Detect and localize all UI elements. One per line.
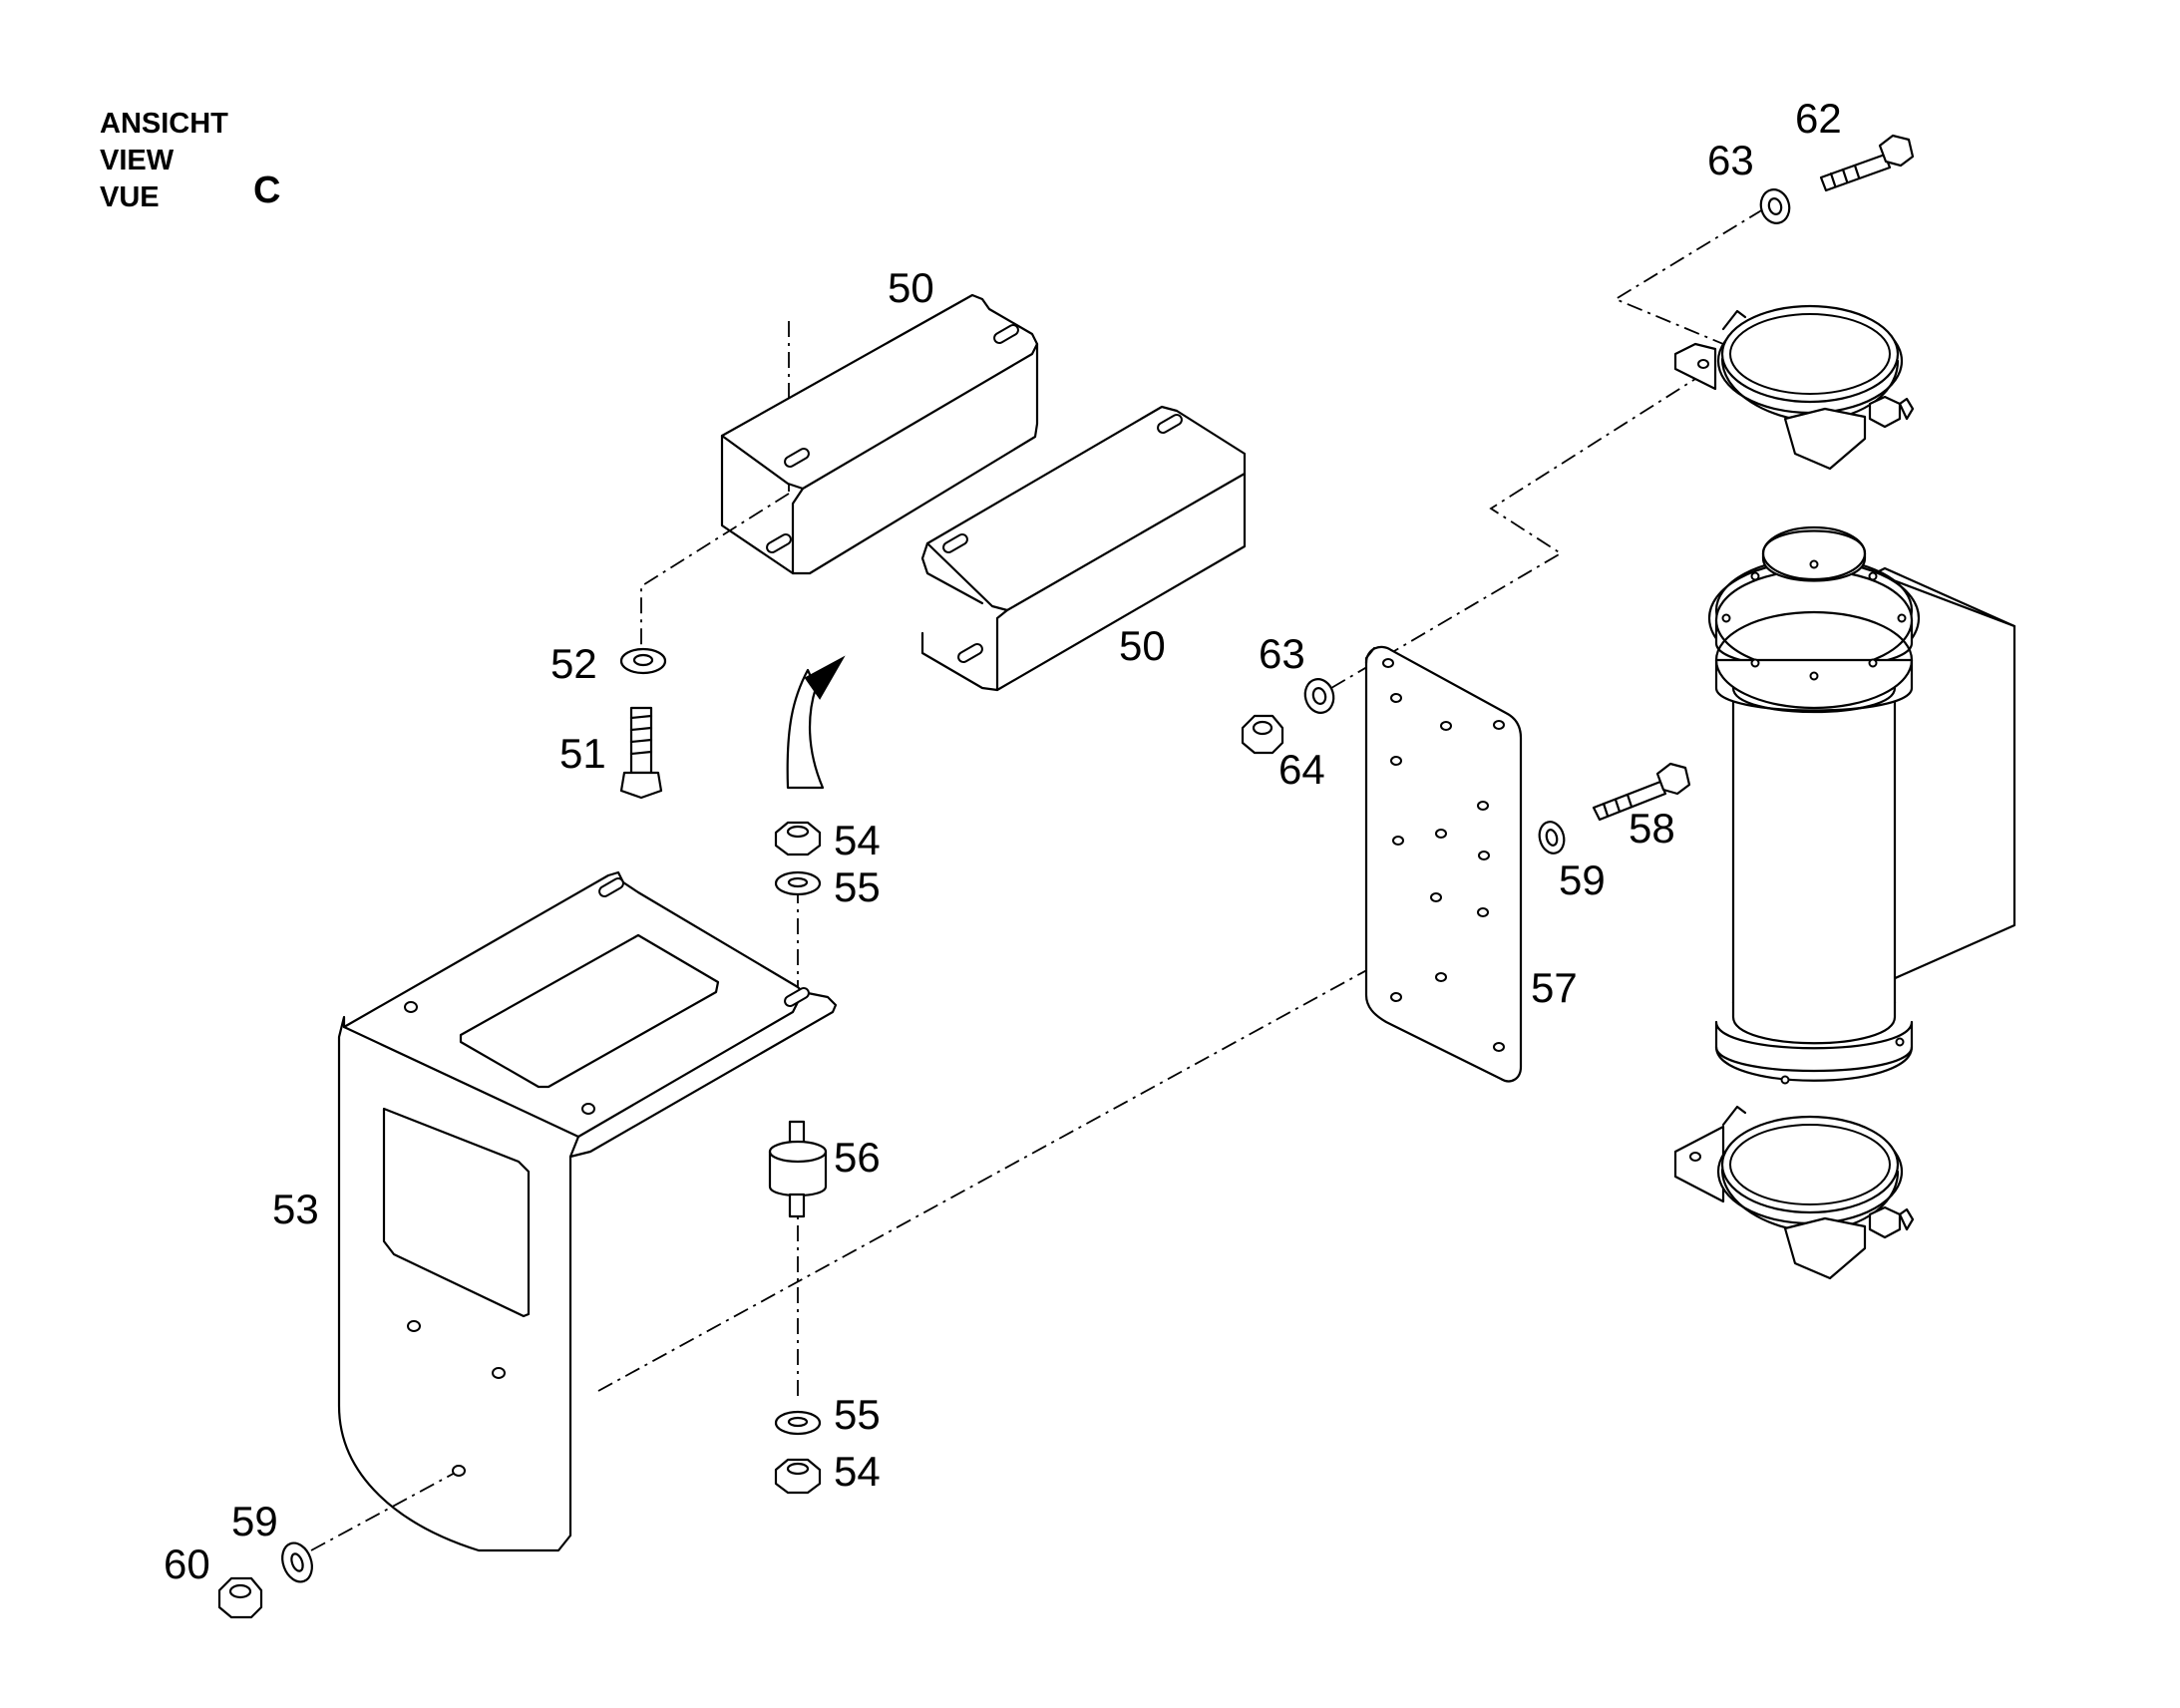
assembly-lines <box>310 208 1764 1551</box>
part-50-channel-upper <box>720 293 1039 575</box>
callout-54-lower: 54 <box>834 1448 881 1495</box>
part-52-washer <box>619 647 667 675</box>
callout-53: 53 <box>272 1186 319 1232</box>
part-63-washer-top <box>1759 188 1791 224</box>
part-63-washer-middle <box>1303 678 1335 714</box>
view-letter: C <box>253 170 281 211</box>
view-caption: ANSICHT VIEW VUE <box>100 106 228 216</box>
part-62-bolt <box>1819 134 1915 192</box>
part-55-washer-lower <box>774 1410 822 1436</box>
callout-57: 57 <box>1531 964 1578 1011</box>
callout-59-right: 59 <box>1559 856 1606 903</box>
callout-62: 62 <box>1795 95 1842 142</box>
clamp-upper <box>1673 304 1915 471</box>
clamp-lower <box>1673 1105 1915 1280</box>
callout-51: 51 <box>559 730 606 777</box>
part-53-bracket <box>337 870 838 1552</box>
view-caption-line-en: VIEW <box>100 145 175 176</box>
callout-63-middle: 63 <box>1259 630 1305 677</box>
rotation-arrow <box>786 655 846 790</box>
view-caption-line-fr: VUE <box>100 181 160 213</box>
callout-55-upper: 55 <box>834 863 881 910</box>
callout-50-upper: 50 <box>888 264 934 311</box>
silencer <box>1707 525 2016 1085</box>
part-60-nut <box>217 1576 263 1619</box>
silencer-flange-holes <box>1721 559 1907 1085</box>
part-64-nut <box>1241 714 1284 755</box>
part-55-washer-upper <box>774 870 822 896</box>
part-59-washer-lower-left <box>281 1541 313 1583</box>
callout-50-lower: 50 <box>1119 622 1166 669</box>
callout-59-lower: 59 <box>231 1498 278 1544</box>
callout-63-top: 63 <box>1707 137 1754 183</box>
part-50-channel-lower <box>920 405 1247 692</box>
part-57-plate <box>1364 645 1523 1083</box>
part-56-rubber-mount <box>768 1120 828 1218</box>
part-51-bolt <box>619 706 663 800</box>
view-caption-line-de: ANSICHT <box>100 108 228 140</box>
callout-52: 52 <box>550 640 597 687</box>
callout-56: 56 <box>834 1134 881 1181</box>
part-58-bolt <box>1592 762 1691 822</box>
plate-holes <box>1382 658 1505 1052</box>
part-59-washer-right <box>1538 821 1566 854</box>
part-54-nut-upper <box>774 821 822 856</box>
callout-55-lower: 55 <box>834 1391 881 1438</box>
callout-60: 60 <box>164 1540 210 1587</box>
callout-labels: 50 50 52 51 54 55 56 53 55 54 59 60 63 6… <box>164 95 1842 1587</box>
part-54-nut-lower <box>774 1458 822 1495</box>
callout-54-upper: 54 <box>834 817 881 863</box>
callout-64: 64 <box>1278 746 1325 793</box>
callout-58: 58 <box>1629 805 1675 852</box>
